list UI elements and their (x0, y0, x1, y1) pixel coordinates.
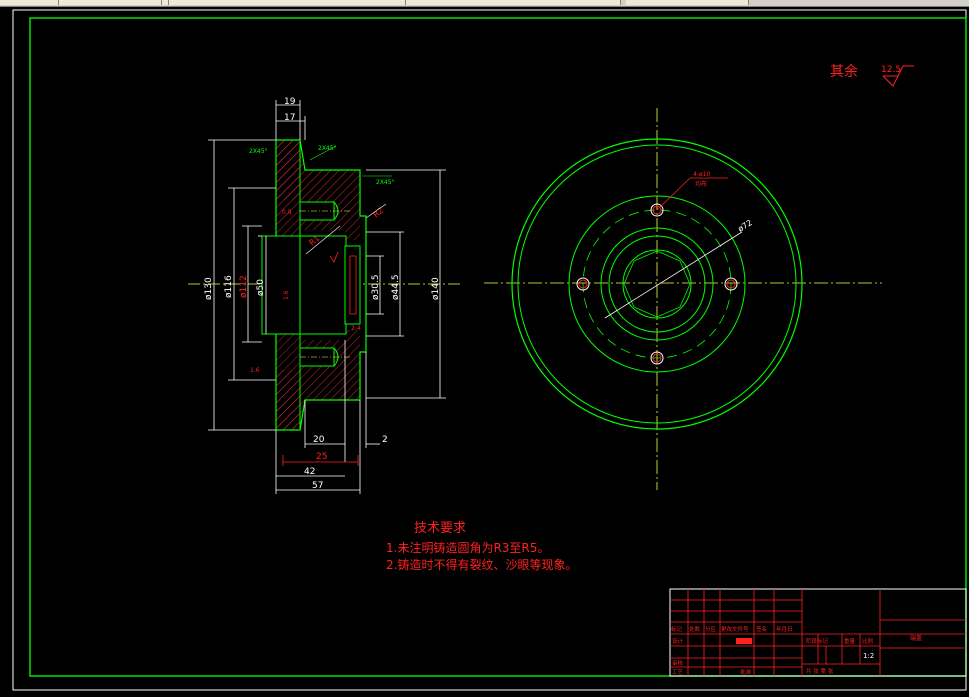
hole-note-sub: 均布 (695, 180, 707, 188)
tb-header: 签名 (756, 625, 767, 633)
pcd-leader (604, 231, 743, 319)
toolbar-segment[interactable] (0, 0, 59, 5)
tb-part-name: 端盖 (910, 634, 922, 642)
outer-circle (511, 138, 803, 430)
roughness-small: 1.6 (283, 290, 290, 300)
dim-d140: ø140 (431, 277, 441, 300)
dim-17: 17 (284, 113, 295, 123)
tb-row: 设计 (672, 637, 684, 645)
tb-scale-label: 比例 (862, 637, 874, 645)
bolt-circle (582, 209, 732, 359)
tb-header: 年月日 (776, 625, 793, 633)
tech-item-1: 1.未注明铸造圆角为R3至R5。 (386, 540, 549, 555)
tb-header: 分区 (705, 625, 717, 633)
toolbar-strip (0, 0, 969, 7)
chamfer-label: 2X45° (249, 148, 268, 155)
drawing-canvas[interactable]: 其余 12.5 1 (0, 7, 969, 693)
dim-d50: ø50 (256, 279, 266, 296)
tb-header: 标记 (671, 625, 683, 633)
chamfer-label: 2X45° (376, 179, 395, 186)
front-view: 4-ø10 均布 ø72 (484, 108, 882, 490)
roughness-small: 2.4 (351, 325, 361, 332)
toolbar-segment[interactable] (626, 0, 749, 5)
roughness-note: 其余 12.5 (830, 63, 914, 87)
tb-sheet: 共 张 第 张 (806, 667, 834, 675)
tb-header: 更改文件号 (721, 625, 749, 633)
dim-25: 25 (316, 452, 327, 462)
pcd-label: ø72 (736, 218, 754, 234)
section-bore (261, 235, 347, 335)
dim-d112: ø112 (239, 275, 249, 298)
dim-57: 57 (312, 481, 323, 491)
dim-d116: ø116 (224, 275, 234, 298)
tb-row: 审核 (672, 659, 684, 667)
dim-d44-5: ø44.5 (391, 274, 401, 300)
tb-scale-value: 1:2 (863, 652, 874, 660)
dim-19: 19 (284, 97, 296, 107)
inner-frame (29, 17, 967, 677)
toolbar-segment[interactable] (406, 0, 621, 5)
tech-title: 技术要求 (414, 521, 466, 536)
dim-2: 2 (382, 435, 388, 445)
toolbar-segment[interactable] (59, 0, 162, 5)
toolbar-segment[interactable] (169, 0, 406, 5)
roughness-label: 其余 (830, 63, 858, 80)
bolt-holes (576, 203, 738, 365)
outer-frame (12, 9, 967, 691)
tech-requirements: 技术要求 1.未注明铸造圆角为R3至R5。 2.铸造时不得有裂纹、沙眼等现象。 (386, 521, 577, 572)
dim-42: 42 (304, 467, 315, 477)
hole-note: 4-ø10 (693, 171, 710, 178)
tb-weight: 重量 (844, 637, 856, 645)
dim-d130: ø130 (204, 277, 214, 300)
title-block-marker (736, 638, 752, 644)
dim-20: 20 (313, 435, 325, 445)
tb-stage: 阶段标记 (806, 637, 829, 645)
roughness-small: 1.6 (250, 367, 260, 374)
roughness-small: 0.8 (282, 209, 292, 216)
tech-item-2: 2.铸造时不得有裂纹、沙眼等现象。 (386, 557, 577, 572)
toolbar-segment[interactable] (162, 0, 169, 5)
section-view: 19 17 2X45° 2X45° 2X45° R2 R1 0.8 1.6 1.… (188, 97, 460, 494)
title-block: 标记 处数 分区 更改文件号 签名 年月日 设计 审核 工艺 批准 阶段标记 重… (669, 588, 967, 677)
tb-approve: 批准 (740, 668, 752, 676)
dim-d30-5: ø30.5 (371, 274, 381, 300)
roughness-value: 12.5 (881, 65, 901, 75)
chamfer-label: 2X45° (318, 145, 337, 152)
cad-drawing: 其余 12.5 1 (12, 9, 967, 691)
tb-row: 工艺 (672, 669, 684, 676)
tb-header: 处数 (689, 625, 701, 633)
